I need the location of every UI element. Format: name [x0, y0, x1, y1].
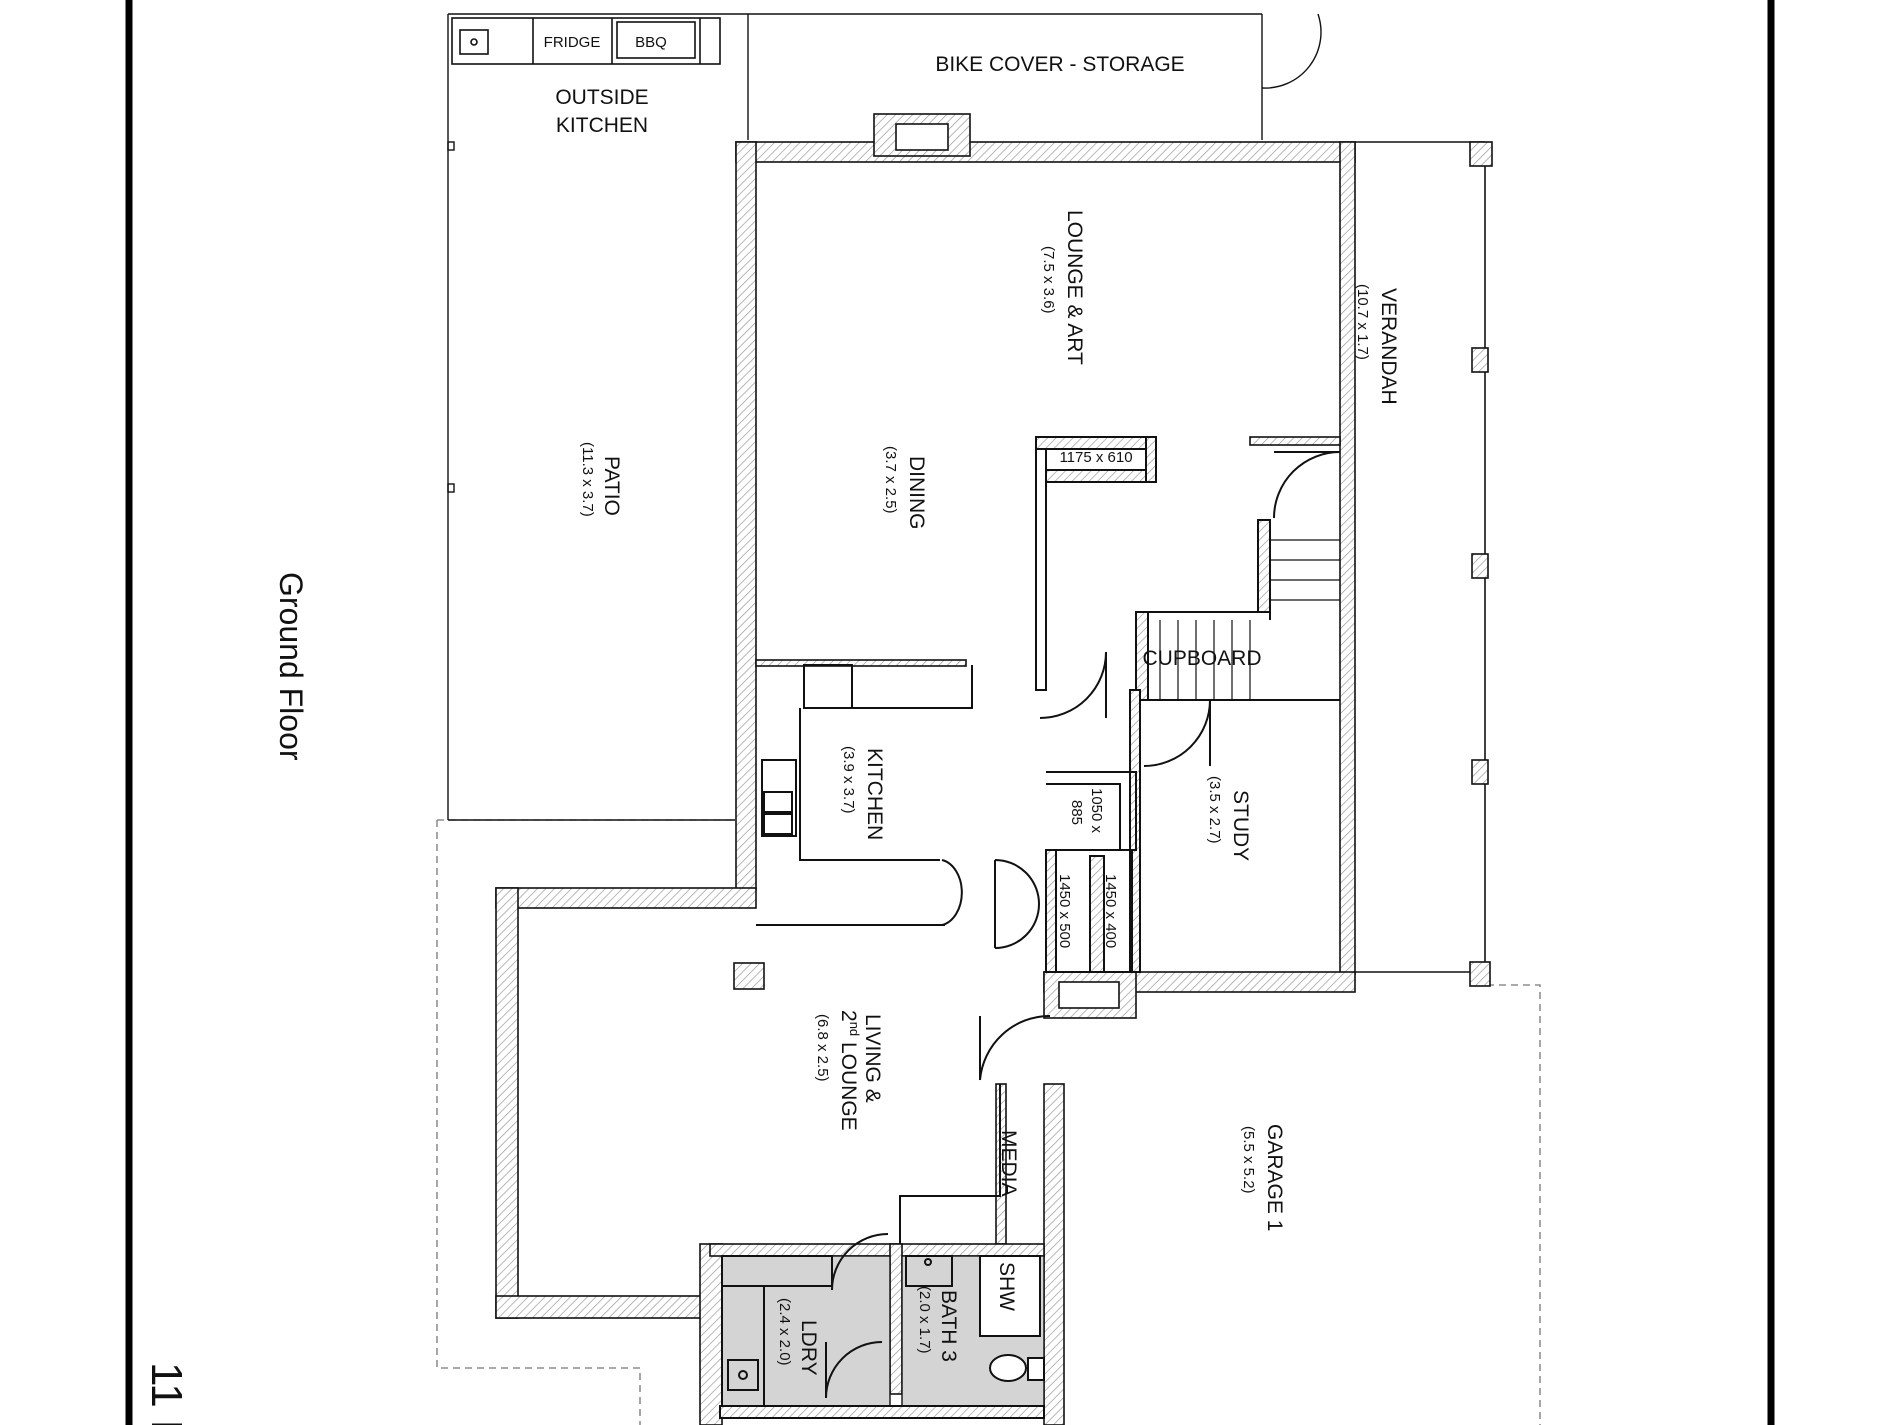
cupboard-label: CUPBOARD [1142, 647, 1261, 670]
outside-kitchen-bench [451, 17, 721, 65]
robe-1050-dim-a: 1050 x [1088, 788, 1105, 834]
robe-top-dim: 1175 x 610 [1059, 449, 1132, 466]
living-name-2: 2 [837, 1010, 860, 1022]
plan-labels: FRIDGE BBQ OUTSIDE KITCHEN BIKE COVER - … [142, 34, 1400, 1425]
outside-kitchen-label-line1: OUTSIDE [555, 86, 648, 109]
interior-walls [719, 436, 1341, 1419]
robe-1450-400-dim: 1450 x 400 [1102, 874, 1119, 948]
bath-dims: (2.0 x 1.7) [916, 1286, 933, 1354]
address-fragment: 11 E [142, 1362, 191, 1425]
robe-1450-500-dim: 1450 x 500 [1056, 874, 1073, 948]
living-name-lounge: LOUNGE [837, 1036, 860, 1131]
patio-dims: (11.3 x 3.7) [579, 442, 596, 517]
media-label: MEDIA [997, 1130, 1020, 1197]
study-name: STUDY [1229, 790, 1252, 861]
bbq-label: BBQ [635, 34, 667, 51]
garage-name: GARAGE 1 [1263, 1124, 1286, 1231]
living-name-line2: 2nd LOUNGE [837, 1010, 862, 1131]
floor-title: Ground Floor [273, 572, 309, 761]
living-name-sup: nd [847, 1022, 862, 1036]
dining-name: DINING [905, 456, 928, 530]
kitchen-name: KITCHEN [863, 748, 886, 840]
page-frame [125, 0, 1775, 1425]
bike-storage-label: BIKE COVER - STORAGE [935, 53, 1184, 76]
outside-kitchen-label-line2: KITCHEN [556, 114, 648, 137]
ldry-name: LDRY [797, 1320, 820, 1376]
ldry-dims: (2.4 x 2.0) [776, 1298, 793, 1366]
study-dims: (3.5 x 2.7) [1206, 776, 1223, 844]
robe-1050-dim-b: 885 [1068, 800, 1085, 825]
lounge-name: LOUNGE & ART [1063, 210, 1086, 365]
walls [495, 113, 1356, 1425]
wet-areas [721, 1255, 1045, 1407]
living-name-line1: LIVING & [861, 1014, 884, 1103]
patio-outline [447, 13, 1322, 821]
living-dims: (6.8 x 2.5) [814, 1014, 831, 1082]
verandah-dims: (10.7 x 1.7) [1354, 284, 1371, 360]
lounge-dims: (7.5 x 3.6) [1040, 246, 1057, 314]
garage-dims: (5.5 x 5.2) [1240, 1126, 1257, 1194]
bath-name: BATH 3 [937, 1290, 960, 1362]
kitchen-dims: (3.9 x 3.7) [840, 746, 857, 814]
verandah-outline [1355, 141, 1493, 987]
verandah-name: VERANDAH [1377, 288, 1400, 405]
dining-dims: (3.7 x 2.5) [882, 446, 899, 514]
patio-name: PATIO [600, 456, 623, 516]
shw-label: SHW [995, 1262, 1018, 1311]
fridge-label: FRIDGE [544, 34, 601, 51]
